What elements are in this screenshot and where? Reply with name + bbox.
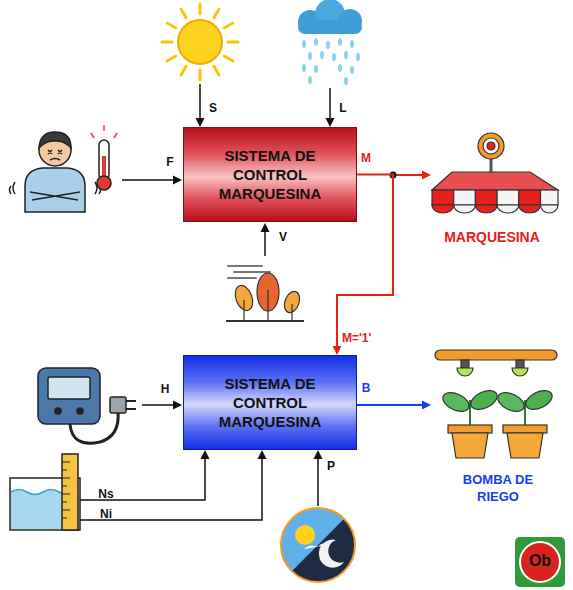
signal-name: B: [359, 381, 373, 395]
logo-text: Ob: [520, 552, 560, 570]
arrow-head: [201, 450, 210, 459]
signal-name: Ni: [94, 507, 118, 521]
arrow-head: [258, 450, 267, 459]
signal-arrow: [196, 84, 205, 127]
signal-name: H: [158, 382, 172, 396]
sun-icon: [162, 4, 238, 80]
signal-arrow: [122, 176, 182, 185]
edge-label: M='1': [342, 331, 371, 345]
logo-badge: [515, 537, 565, 587]
control-box: SISTEMA DE CONTROL MARQUESINA: [183, 355, 357, 450]
signal-name: L: [336, 101, 350, 115]
signal-name: M: [358, 151, 374, 165]
day-night-icon: [281, 508, 355, 582]
actuator-caption: BOMBA DE RIEGO: [458, 471, 538, 505]
output-wire: [357, 401, 431, 410]
signal-name: S: [206, 101, 220, 115]
actuator-caption: MARQUESINA: [430, 229, 554, 245]
output-wire: [390, 171, 432, 180]
signal-arrow: [261, 223, 270, 256]
control-box: SISTEMA DE CONTROL MARQUESINA: [183, 127, 357, 222]
signal-name: P: [324, 459, 338, 473]
cold-person-icon: [10, 132, 101, 212]
signal-arrow: [326, 88, 335, 127]
thermometer-icon: [91, 125, 117, 190]
connector-line: [337, 175, 393, 348]
signal-connector: [333, 175, 394, 356]
box-title: SISTEMA DE CONTROL MARQUESINA: [210, 374, 330, 431]
arrow-head: [333, 346, 342, 355]
signal-name: V: [276, 230, 290, 244]
rain-icon: [298, 0, 362, 85]
box-title: SISTEMA DE CONTROL MARQUESINA: [210, 146, 330, 203]
tank-icon: [10, 454, 80, 530]
signal-wire: [80, 458, 262, 520]
meter-icon: [38, 368, 136, 443]
signal-arrow: [142, 401, 182, 410]
plants-icon: [435, 350, 557, 458]
signal-name: Ns: [94, 487, 118, 501]
signal-name: F: [163, 155, 177, 169]
awning-icon: [432, 133, 558, 213]
signal-arrow: [314, 450, 323, 506]
wind-icon: [226, 266, 304, 321]
